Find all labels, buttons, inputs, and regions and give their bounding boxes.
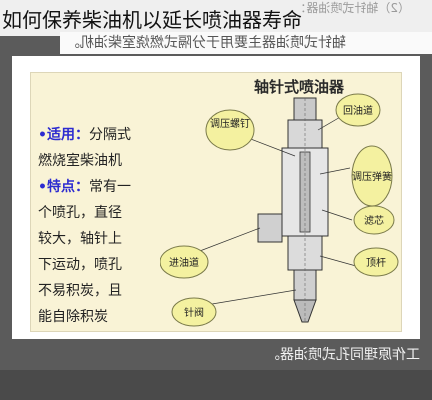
desc-line-4: 个喷孔，直径 [38, 205, 122, 221]
injector-diagram: 调压螺钉 回油道 调压弹簧 顶杆 滤芯 进油道 针阀 [160, 93, 399, 327]
callout-pressure-screw-label: 调压螺钉 [210, 118, 250, 130]
callout-inlet-label: 进油道 [169, 256, 199, 269]
mirrored-caption-text: 轴针式喷油器主要用于分隔式燃烧室柴油机。 [60, 32, 432, 54]
callout-needle [171, 297, 217, 327]
callout-filter-label: 滤芯 [364, 214, 384, 227]
desc-line-3: •特点：常有一 [38, 174, 188, 200]
desc-line-1: •适用：分隔式 [38, 122, 188, 148]
mirrored-bottom-caption: 工作原理同孔式喷油器。 [266, 347, 420, 363]
callout-return-oil [335, 93, 381, 127]
desc-text-1: 分隔式 [88, 127, 131, 143]
callout-filter [353, 205, 395, 235]
description-text: •适用：分隔式 燃烧室柴油机 •特点：常有一 个喷孔，直径 较大，轴针上 下运动… [38, 122, 188, 330]
title-bar [0, 0, 432, 36]
desc-line-7: 不易积炭，且 [38, 283, 122, 299]
injector-body [257, 97, 329, 323]
callout-push-rod-label: 顶杆 [366, 257, 386, 269]
desc-label-usage: •适用： [38, 127, 89, 143]
callout-push-rod [353, 247, 399, 277]
desc-line-5: 较大，轴针上 [38, 231, 122, 247]
desc-line-6: 下运动，喷孔 [38, 257, 122, 273]
diagram-title: 轴针式喷油器 [254, 78, 345, 96]
page-title: 如何保养柴油机以延长喷油器寿命 [2, 8, 302, 32]
callout-pressure-spring-label: 调压弹簧 [352, 170, 392, 183]
desc-line-8: 能自除积炭 [38, 309, 108, 325]
callout-return-oil-label: 回油道 [343, 104, 373, 117]
callout-needle-label: 针阀 [184, 306, 204, 319]
desc-label-feature: •特点： [38, 179, 89, 195]
desc-text-3: 常有一 [88, 179, 131, 195]
bottom-band [0, 370, 432, 400]
callout-pressure-screw [205, 109, 255, 151]
desc-line-2: 燃烧室柴油机 [38, 153, 122, 169]
callout-inlet [160, 245, 209, 279]
